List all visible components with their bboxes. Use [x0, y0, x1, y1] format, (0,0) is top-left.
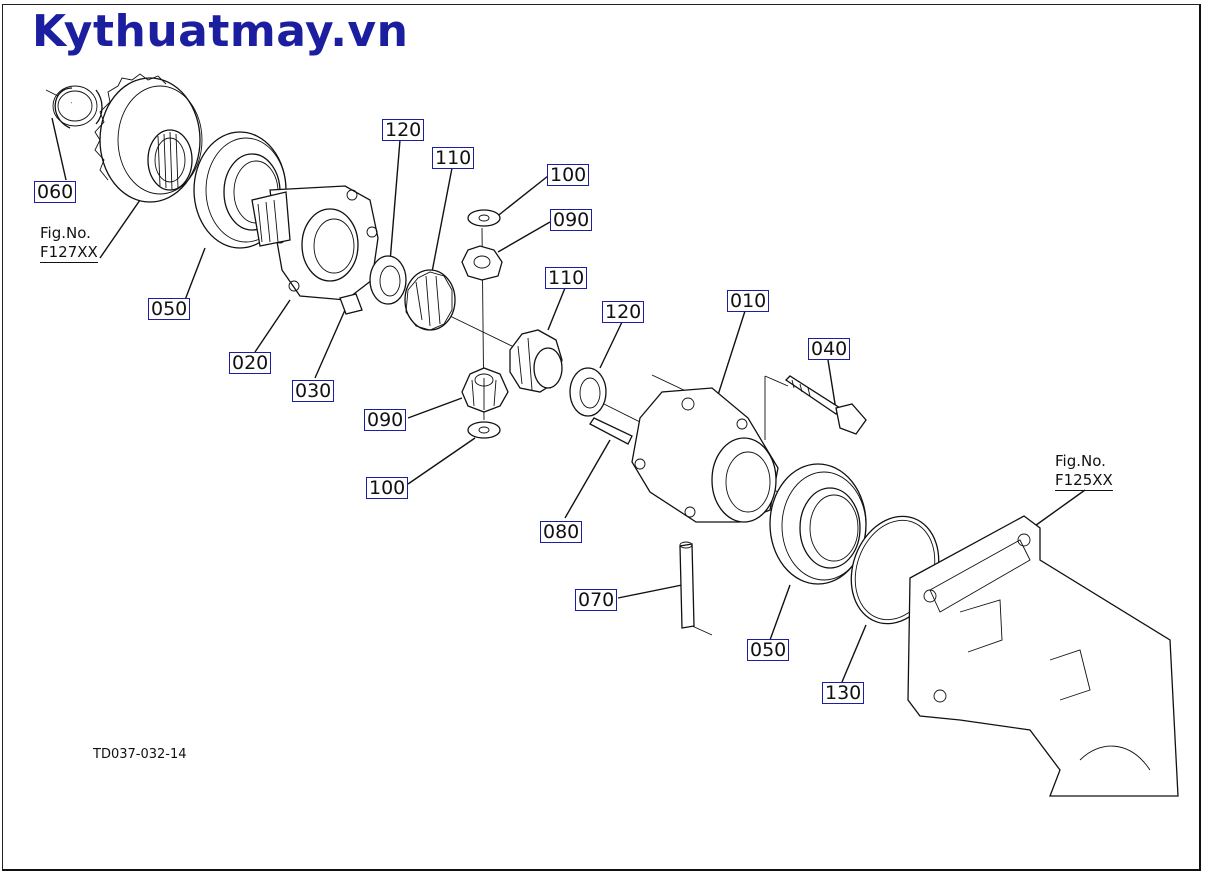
- bolt-040: [784, 375, 867, 435]
- callout-120-left: 120: [382, 119, 425, 141]
- fig-ref-label: Fig.No.: [40, 224, 91, 242]
- pin-030: [339, 293, 363, 315]
- callout-080: 080: [540, 521, 583, 543]
- pin-080: [589, 417, 633, 445]
- pin-070: [679, 541, 695, 629]
- side-gear-110-left: [404, 269, 456, 331]
- callout-120-right: 120: [602, 301, 645, 323]
- callout-050-left: 050: [148, 298, 191, 320]
- callout-070: 070: [575, 589, 618, 611]
- ring-gear: [94, 73, 203, 203]
- washer-120-left: [369, 255, 407, 305]
- callout-060: 060: [34, 181, 77, 203]
- callout-090-top: 090: [550, 209, 593, 231]
- bearing-050-right: [769, 463, 867, 585]
- callout-110-right: 110: [545, 267, 588, 289]
- fig-ref-code: F125XX: [1055, 471, 1113, 491]
- callout-130: 130: [822, 682, 865, 704]
- snap-ring-060: [52, 85, 103, 129]
- fig-ref-label: Fig.No.: [1055, 452, 1106, 470]
- callout-040: 040: [808, 338, 851, 360]
- fig-ref-f125xx: Fig.No. F125XX: [1055, 452, 1113, 491]
- callout-100-top: 100: [547, 164, 590, 186]
- callout-100-bottom: 100: [366, 477, 409, 499]
- axle-housing: [907, 515, 1179, 797]
- fig-ref-code: F127XX: [40, 243, 98, 263]
- pinion-090-bottom: [461, 367, 509, 413]
- pinion-090-top: [461, 245, 503, 281]
- washer-100-top: [467, 209, 501, 227]
- fig-ref-f127xx: Fig.No. F127XX: [40, 224, 98, 263]
- washer-120-right: [569, 367, 607, 417]
- callout-020: 020: [229, 352, 272, 374]
- brand-logo: Kythuatmay.vn: [32, 6, 409, 57]
- callout-050-right: 050: [747, 639, 790, 661]
- diff-case-020: [251, 185, 379, 301]
- callout-010: 010: [727, 290, 770, 312]
- drawing-number: TD037-032-14: [93, 747, 187, 762]
- washer-100-bottom: [467, 421, 501, 439]
- diff-case-010: [631, 387, 779, 523]
- side-gear-110-right: [509, 329, 563, 393]
- callout-030: 030: [292, 380, 335, 402]
- callout-090-bottom: 090: [364, 409, 407, 431]
- callout-110-left: 110: [432, 147, 475, 169]
